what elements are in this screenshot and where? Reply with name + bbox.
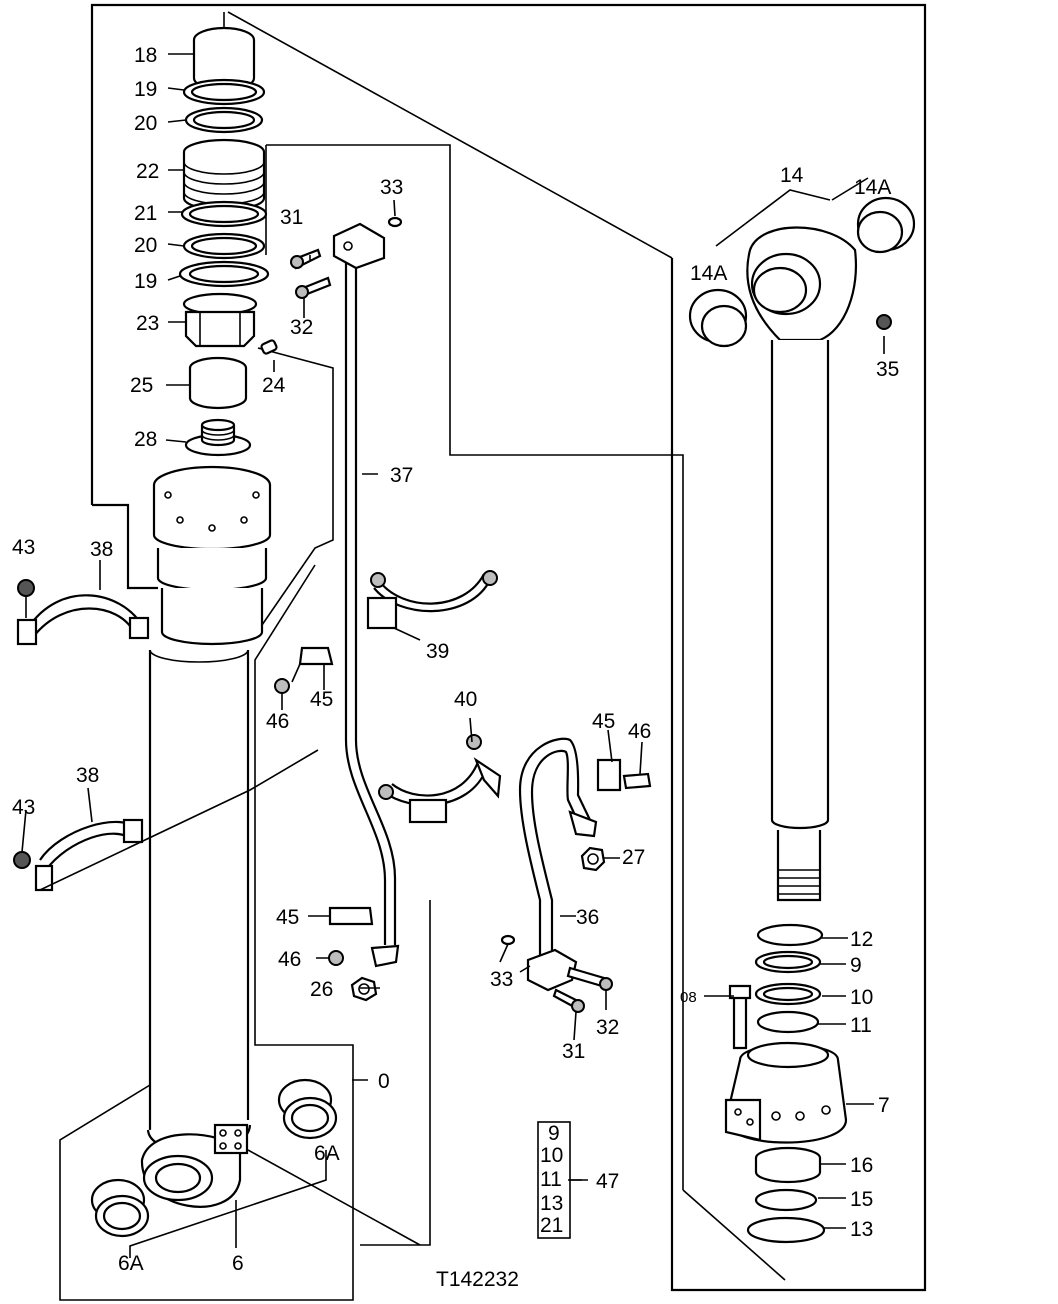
kit-number: 47 [596,1170,619,1193]
callout-35: 35 [876,358,899,381]
callout-45: 45 [592,710,615,733]
callout-9: 9 [850,954,862,977]
clamps [13,570,502,892]
callout-26: 26 [310,978,333,1001]
callout-0: 0 [378,1070,390,1093]
callout-18: 18 [134,44,157,67]
callout-38: 38 [90,538,113,561]
callout-19: 19 [134,78,157,101]
pin-bushings-6A [90,1078,338,1238]
piston-head-and-seals [724,923,848,1244]
cylinder-barrel [140,465,272,1208]
callout-28: 28 [134,428,157,451]
kit-member: 13 [540,1192,563,1215]
callout-12: 12 [850,928,873,951]
callout-31: 31 [562,1040,585,1063]
callout-32: 32 [596,1016,619,1039]
rod-guide-seal-stack [178,26,278,355]
callout-33: 33 [380,176,403,199]
callout-14: 14 [780,164,804,187]
callout-6: 6 [232,1252,244,1275]
callout-27: 27 [622,846,645,869]
callout-45: 45 [310,688,333,711]
callout-46: 46 [278,948,301,971]
callout-15: 15 [850,1188,873,1211]
callout-22: 22 [136,160,159,183]
callout-20: 20 [134,234,157,257]
callout-32: 32 [290,316,313,339]
kit-box [537,1121,588,1239]
callout-16: 16 [850,1154,873,1177]
callout-24: 24 [262,374,286,397]
callout-6A: 6A [314,1142,340,1165]
kit-member: 10 [540,1144,563,1167]
callout-43: 43 [12,796,35,819]
callout-14A: 14A [854,176,891,199]
callout-39: 39 [426,640,449,663]
group-outline-lines [59,3,927,1301]
callout-6A: 6A [118,1252,144,1275]
kit-member: 9 [548,1122,560,1145]
callout-14A: 14A [690,262,727,285]
drawing-id: T142232 [436,1268,519,1291]
kit-member-list: 9 10 11 13 21 47 [540,1122,619,1237]
callout-10: 10 [850,986,873,1009]
callout-23: 23 [136,312,159,335]
callout-36: 36 [576,906,599,929]
callout-33: 33 [490,968,513,991]
callout-38: 38 [76,764,99,787]
hydraulic-tube-37 [290,216,403,1002]
callout-31: 31 [280,206,303,229]
hydraulic-tube-36 [500,737,613,1013]
callout-labels: 18 19 20 22 21 20 19 23 24 25 28 33 31 3… [12,44,899,1275]
callout-20: 20 [134,112,157,135]
bushing-and-plug [184,356,252,457]
callout-11: 11 [850,1014,872,1037]
callout-13: 13 [850,1218,873,1241]
callout-7: 7 [878,1094,890,1117]
clips-and-bolts [274,646,652,966]
callout-08: 08 [680,989,697,1006]
callout-46: 46 [266,710,289,733]
callout-43: 43 [12,536,35,559]
kit-member: 21 [540,1214,563,1237]
kit-member: 11 [540,1168,562,1191]
callout-21: 21 [134,202,157,225]
piston-rod-assembly [688,196,916,902]
callout-37: 37 [390,464,413,487]
callout-25: 25 [130,374,153,397]
callout-45: 45 [276,906,299,929]
callout-40: 40 [454,688,477,711]
leader-lines [21,53,885,1258]
callout-19: 19 [134,270,157,293]
callout-46: 46 [628,720,651,743]
